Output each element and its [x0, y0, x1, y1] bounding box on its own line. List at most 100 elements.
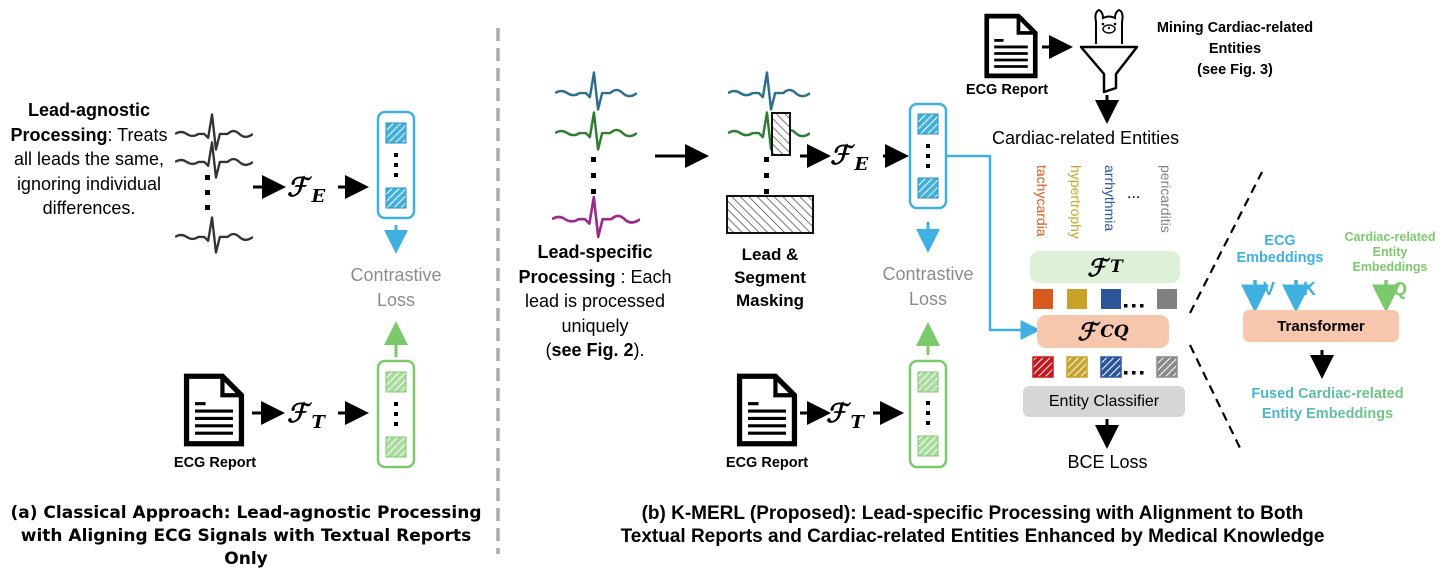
ecg-lead-icon — [555, 71, 637, 111]
label-line: Entity Embeddings — [1235, 404, 1420, 424]
ellipsis-dot — [764, 157, 769, 162]
funnel-icon — [1079, 45, 1139, 94]
query-label: Q — [1393, 279, 1408, 299]
ellipsis-dot — [591, 157, 596, 162]
fused-embeddings-label: Fused Cardiac-related Entity Embeddings — [1235, 384, 1420, 424]
text-embedding-box-a — [376, 359, 416, 469]
ecg-lead-icon — [728, 71, 810, 111]
entity-ellipsis: ... — [1127, 185, 1141, 202]
figure-reference: (see Fig. 3) — [1197, 62, 1273, 78]
encoder-subscript: E — [311, 186, 326, 208]
entities-heading: Cardiac-related Entities — [992, 128, 1180, 148]
masked-leads — [726, 71, 814, 234]
encoder-subscript: T — [850, 412, 864, 434]
ellipsis-dot — [764, 173, 769, 178]
caption-line: with Aligning ECG Signals with Textual R… — [20, 526, 472, 569]
description-text: uniquely — [561, 315, 629, 336]
ellipsis-dot — [205, 175, 210, 180]
lead-agnostic-description: Lead-agnostic Processing: Treats all lea… — [4, 98, 174, 221]
llm-llama-icon — [1094, 8, 1124, 44]
encoder-symbol: ℱ — [1077, 317, 1097, 346]
value-label: V — [1263, 279, 1276, 299]
bce-loss-label: BCE Loss — [1067, 452, 1148, 472]
document-icon — [187, 376, 242, 444]
ellipsis-dot — [591, 189, 596, 194]
label-line: Embeddings — [1352, 260, 1428, 274]
ecg-lead-icon — [728, 111, 810, 151]
ellipsis-dot — [205, 190, 210, 195]
label-line: Embeddings — [1236, 250, 1324, 266]
masking-label-line: Lead & — [741, 245, 799, 264]
description-text: lead is processed — [524, 291, 666, 311]
encoder-subscript: T — [1110, 257, 1123, 277]
lead-mask — [726, 195, 814, 234]
contrastive-loss-line: Loss — [376, 290, 416, 310]
entity-hypertrophy: hypertrophy — [1068, 165, 1084, 239]
mining-label-line: Mining Cardiac-related — [1156, 20, 1314, 36]
document-icon — [987, 16, 1036, 76]
lead-specific-description: Lead-specific Processing : Each lead is … — [505, 240, 685, 363]
entity-embeddings-label: Cardiac-related Entity Embeddings — [1335, 230, 1445, 275]
ecg-lead-icon — [175, 113, 253, 151]
label-line: Cardiac-related — [1344, 230, 1436, 244]
encoder-symbol: ℱ — [287, 173, 308, 203]
ecg-lead-icon — [175, 141, 253, 179]
entity-tachycardia: tachycardia — [1034, 165, 1050, 237]
ecg-embedding-box-a — [376, 110, 416, 220]
encoder-subscript: CQ — [1100, 321, 1129, 342]
caption-line: (b) K-MERL (Proposed): Lead-specific Pro… — [641, 503, 1304, 524]
ecg-report-label: ECG Report — [173, 455, 257, 471]
encoder-symbol: ℱ — [830, 141, 851, 171]
encoder-subscript: T — [311, 412, 325, 434]
encoder-subscript: E — [854, 154, 869, 176]
key-label: K — [1303, 279, 1316, 299]
connector-arrow-icon — [946, 154, 1041, 340]
fused-entity-squares — [1032, 356, 1178, 378]
panel-b-ecg-leads — [552, 71, 640, 239]
encoder-symbol: ℱ — [287, 399, 308, 429]
contrastive-loss-b: Contrastive Loss — [868, 262, 988, 312]
ecg-embeddings-label: ECG Embeddings — [1225, 233, 1335, 267]
mining-entities-label: Mining Cardiac-related Entities (see Fig… — [1135, 18, 1335, 81]
description-text: : Each — [615, 266, 672, 287]
entity-token-squares — [1033, 289, 1177, 309]
caption-line: (a) Classical Approach: Lead-agnostic Pr… — [10, 503, 482, 523]
ellipsis-dot — [205, 205, 210, 210]
label-line: ECG — [1264, 233, 1296, 249]
contrastive-loss-line: Loss — [908, 289, 948, 309]
contrastive-loss-line: Contrastive — [350, 265, 442, 285]
description-bold: Processing — [10, 124, 108, 145]
caption-line: Textual Reports and Cardiac-related Enti… — [620, 526, 1325, 547]
entity-arrhythmia: arrhythmia — [1102, 165, 1118, 232]
ellipsis-dot — [591, 173, 596, 178]
encoder-symbol: ℱ — [826, 399, 847, 429]
ecg-embedding-box-b — [908, 102, 948, 210]
description-text: ( — [545, 340, 552, 360]
description-bold: Lead-agnostic — [27, 100, 151, 120]
mining-label-line: Entities — [1208, 41, 1262, 57]
description-text: : Treats all leads the same, ignoring in… — [13, 124, 168, 219]
caption-a: (a) Classical Approach: Lead-agnostic Pr… — [0, 502, 492, 571]
zoom-line-bottom — [1189, 344, 1241, 449]
encoder-symbol: ℱ — [1087, 252, 1107, 282]
entity-pericarditis: pericarditis — [1158, 165, 1174, 233]
masking-label-line: Masking — [735, 291, 805, 310]
zoom-line-top — [1189, 171, 1263, 314]
segment-mask — [771, 112, 791, 156]
ecg-lead-icon — [555, 111, 637, 151]
label-line: Fused Cardiac-related — [1235, 384, 1420, 404]
panel-a-ecg-leads — [175, 113, 253, 254]
ecg-lead-icon — [552, 195, 640, 239]
contrastive-loss-line: Contrastive — [882, 264, 974, 284]
diagram-canvas — [175, 8, 1400, 554]
masking-label-line: Segment — [734, 268, 806, 287]
caption-b: (b) K-MERL (Proposed): Lead-specific Pro… — [505, 502, 1440, 548]
text-embedding-box-b — [908, 359, 948, 469]
transformer-box: Transformer — [1243, 310, 1399, 342]
masking-label: Lead & Segment Masking — [720, 243, 820, 312]
